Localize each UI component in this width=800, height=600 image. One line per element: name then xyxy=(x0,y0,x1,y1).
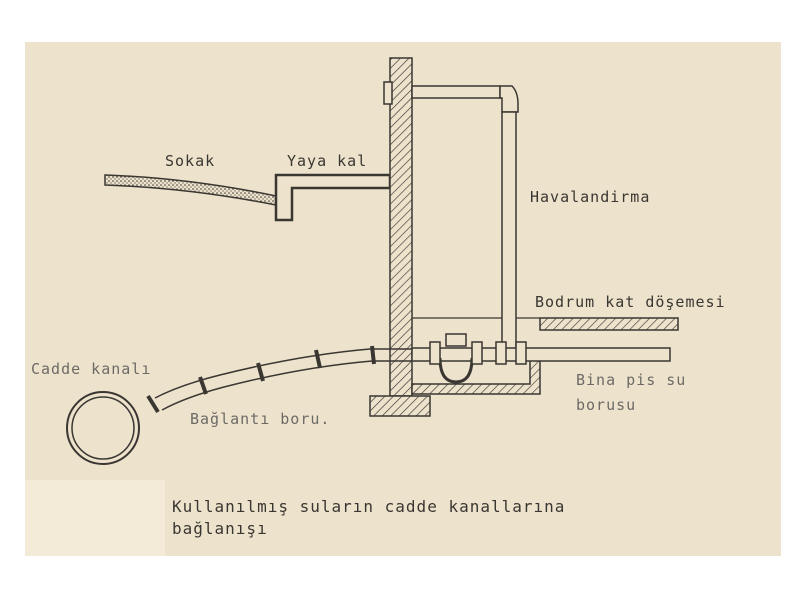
vent-pipe-elbow xyxy=(499,85,519,113)
label-yaya-kaldirimi: Yaya kal xyxy=(287,152,368,170)
paper-patch xyxy=(25,480,165,556)
building-wall xyxy=(389,57,413,397)
label-baglanti-borusu: Bağlantı boru. xyxy=(190,410,331,428)
label-cadde-kanali: Cadde kanalı xyxy=(31,360,152,378)
caption-line-1: Kullanılmış suların cadde kanallarına xyxy=(172,497,566,516)
sidewalk xyxy=(274,173,392,222)
label-bodrum-kat-dosemesi: Bodrum kat döşemesi xyxy=(535,293,726,311)
label-sokak: Sokak xyxy=(165,152,216,170)
vent-pipe-vertical xyxy=(501,111,517,351)
street-sewer-inner xyxy=(71,396,135,460)
label-havalandirma: Havalandirma xyxy=(530,188,651,206)
label-borusu: borusu xyxy=(576,396,637,414)
wall-footing xyxy=(369,395,431,417)
street-sewer-outer xyxy=(66,391,140,465)
vent-pipe-horizontal xyxy=(411,85,501,99)
street-surface xyxy=(104,174,277,206)
basement-floor-slab xyxy=(539,317,679,331)
connection-pipe-top xyxy=(154,348,412,399)
connection-pipe-bottom xyxy=(161,360,412,411)
figure-caption: Kullanılmış suların cadde kanallarına ba… xyxy=(172,496,565,540)
fitting-2 xyxy=(471,341,483,365)
vent-pipe-clamp xyxy=(383,81,393,105)
building-drain-pipe xyxy=(519,347,671,362)
caption-line-2: bağlanışı xyxy=(172,519,268,538)
connection-pipe-joints xyxy=(146,345,376,414)
fitting-1 xyxy=(429,341,441,365)
fitting-3 xyxy=(495,341,507,365)
trap-cleanout xyxy=(445,333,467,347)
trap-u-bend xyxy=(438,357,474,384)
fitting-4 xyxy=(515,341,527,365)
label-bina-pis-su: Bina pis su xyxy=(576,371,687,389)
